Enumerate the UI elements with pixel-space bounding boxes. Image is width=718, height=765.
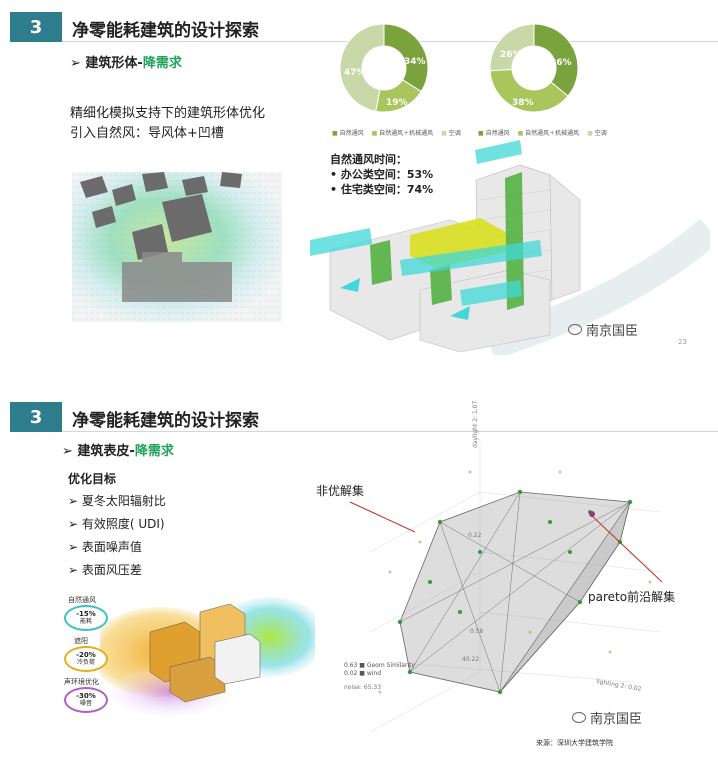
donut-right-label-b: 38% [512,98,534,108]
donut-chart-residential [489,23,579,113]
badge-acoustic-sub: 噪音 [79,700,92,707]
donut-right-slices [489,23,579,113]
legend-natural: 自然通风 [332,128,364,137]
badge-shading-sub: 冷负荷 [76,659,95,666]
ventilation-residential: • 住宅类空间：74% [330,183,434,196]
legend-ac: 空调 [441,128,461,137]
annotation-pareto: pareto前沿解集 [588,590,676,604]
title-divider-2 [62,431,718,432]
watermark-text: 南京国臣 [586,324,639,339]
donut-left-label-a: 34% [404,57,426,67]
badge-shading: -20% 冷负荷 [64,646,108,672]
goals-title: 优化目标 [68,472,117,486]
annotation-non-optimal: 非优解集 [316,484,365,498]
ventilation-title: 自然通风时间： [330,153,407,166]
legend-similarity: Similarity [386,662,415,669]
donut-left-label-b: 19% [386,98,408,108]
wind-simulation-image [72,172,282,322]
donut-slice-0 [383,23,429,93]
badge-ventilation-sub: 能耗 [79,618,92,625]
pareto-3d-plot [349,442,663,733]
donut-slice-1 [489,68,569,113]
donut-left-label-c: 47% [344,68,366,78]
axis-tick-022: 0.22 [468,532,482,539]
badge-label-acoustic: 声环境优化 [64,678,99,686]
plot-legend: 0.63 ■ Geom Similarity 0.02 ■ wind [344,662,415,678]
donut-legend-right: 自然通风 自然通风＋机械通风 空调 [478,128,607,137]
donut-legend-left: 自然通风 自然通风＋机械通风 空调 [332,128,461,137]
page-number: 23 [678,338,687,346]
badge-ventilation: -15% 能耗 [64,605,108,631]
goal-item-1: ➢ 夏冬太阳辐射比 [68,494,166,508]
slide-gap [0,360,718,392]
legend-v2: 0.02 [344,670,358,677]
badge-label-ventilation: 自然通风 [68,596,96,604]
badge-shading-pct: -20% [76,651,96,659]
ventilation-time-box: 自然通风时间： • 办公类空间：53% • 住宅类空间：74% [330,152,433,197]
slide-building-skin: 3 净零能耗建筑的设计探索 ➢ 建筑表皮-降需求 优化目标 ➢ 夏冬太阳辐射比 … [0,392,718,765]
slide-building-form: 3 净零能耗建筑的设计探索 ➢ 建筑形体-降需求 精细化模拟支持下的建筑形体优化… [0,0,718,360]
plot-legend-row-2: 0.02 ■ wind [344,670,382,677]
legend-mixed: 自然通风＋机械通风 [372,128,433,137]
badge-label-shading: 遮阳 [74,637,88,645]
goal-item-2: ➢ 有效照度( UDI) [68,517,165,531]
axis-daylight: daylight 2: 1.07 [472,400,479,448]
slide-subtitle: ➢ 建筑形体-降需求 [70,52,182,71]
plot-legend-row-1: 0.63 ■ Geom Similarity [344,662,415,669]
donut-left-slices [339,23,429,113]
slide-title-2: 净零能耗建筑的设计探索 [72,411,259,431]
legend-wind: wind [366,670,382,677]
building-airflow-diagram [310,140,710,355]
legend-ac-2: 空调 [587,128,607,137]
desc-line-1: 精细化模拟支持下的建筑形体优化 [70,106,266,121]
section-number-2: 3 [10,402,62,432]
subtitle-prefix: ➢ 建筑形体- [70,56,143,71]
donut-slice-2 [489,23,535,72]
donut-slice-0 [533,23,579,97]
form-description: 精细化模拟支持下的建筑形体优化 引入自然风：导风体+凹槽 [70,104,265,144]
badge-ventilation-pct: -15% [76,610,96,618]
slide-title: 净零能耗建筑的设计探索 [72,21,259,41]
axis-tick-4022: 40.22 [462,656,480,663]
slide-subtitle-2: ➢ 建筑表皮-降需求 [62,440,174,459]
watermark: 南京国臣 [568,320,638,339]
watermark-text-2: 南京国臣 [590,712,643,727]
legend-v1: 0.63 [344,662,358,669]
desc-line-2: 引入自然风：导风体+凹槽 [70,126,224,141]
watermark-2: 南京国臣 [572,708,642,727]
subtitle-prefix-2: ➢ 建筑表皮- [62,444,135,459]
goal-item-3: ➢ 表面噪声值 [68,540,142,554]
building-skin-render [100,597,315,717]
wechat-icon-2 [572,712,586,723]
ventilation-office: • 办公类空间：53% [330,168,434,181]
donut-slice-2 [339,23,385,112]
donut-chart-office [339,23,429,113]
badge-acoustic: -30% 噪音 [64,687,108,713]
donut-right-label-a: 36% [550,58,572,68]
legend-geom: Geom [366,662,385,669]
wechat-icon [568,324,582,335]
source-credit: 来源：深圳大学建筑学院 [536,739,613,747]
section-number: 3 [10,12,62,42]
subtitle-accent-2: 降需求 [134,444,174,459]
legend-natural-2: 自然通风 [478,128,510,137]
donut-right-label-c: 26% [500,50,522,60]
axis-tick-056: 0.56 [470,628,484,635]
legend-mixed-2: 自然通风＋机械通风 [518,128,579,137]
subtitle-accent: 降需求 [142,56,182,71]
badge-acoustic-pct: -30% [76,692,96,700]
goal-item-4: ➢ 表面风压差 [68,563,142,577]
axis-noise: noise: 65.33 [344,684,382,691]
